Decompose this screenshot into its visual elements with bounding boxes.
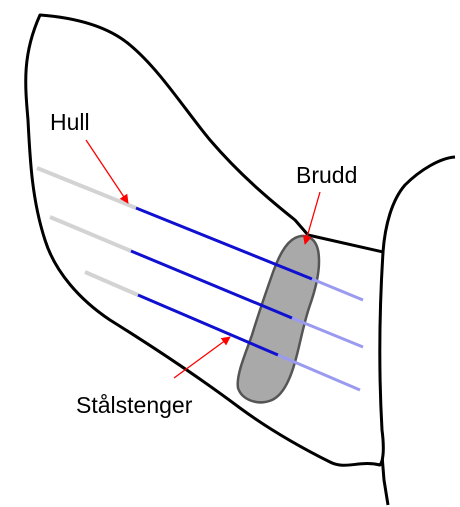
hull-arrow: [85, 139, 129, 204]
steel-rod-2: [49, 215, 364, 349]
rod-through-fracture-segment: [291, 316, 364, 349]
stalstenger-arrow: [173, 336, 231, 379]
rod-through-fracture-segment: [311, 277, 364, 302]
drill-hole-segment: [49, 215, 132, 253]
steel-rod-3: [84, 270, 361, 392]
drill-hole-segment: [36, 166, 137, 210]
brudd-label: Brudd: [296, 162, 357, 188]
hull-label: Hull: [50, 109, 90, 135]
brudd-arrow: [302, 191, 321, 245]
rod-through-fracture-segment: [277, 353, 361, 392]
steel-rod-1: [36, 166, 364, 302]
drill-hole-segment: [84, 270, 139, 297]
stalstenger-label: Stålstenger: [76, 392, 193, 418]
steel-rod-segment: [137, 293, 279, 357]
fracture-zone: [236, 234, 321, 404]
steel-rod-segment: [130, 249, 293, 320]
steel-rod-segment: [135, 206, 313, 281]
